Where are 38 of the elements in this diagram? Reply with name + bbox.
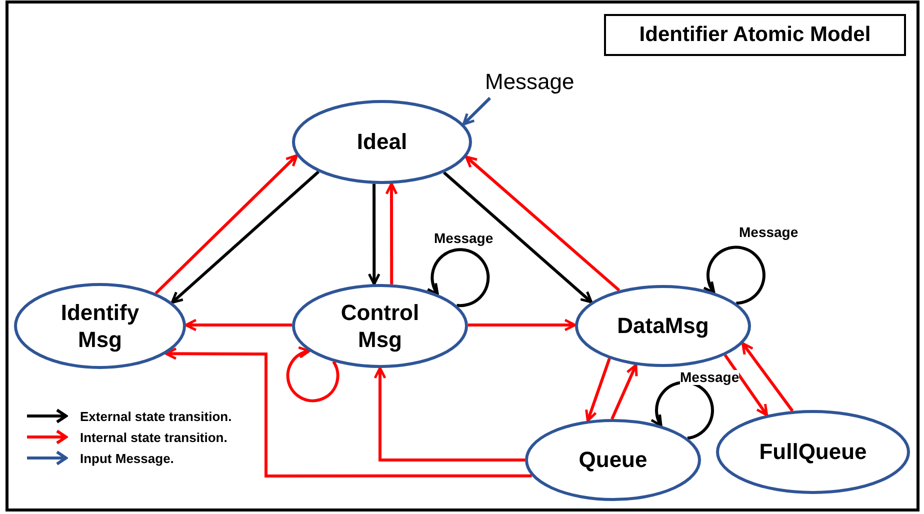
transition-arrow: [286, 346, 340, 402]
transition-arrow: [368, 184, 380, 286]
legend-text: External state transition.: [80, 408, 232, 424]
transition-arrow: [741, 342, 794, 412]
transition-arrow: [462, 96, 492, 126]
transition-arrow: [154, 154, 298, 294]
edge-label: Message: [434, 231, 494, 246]
state-name: Control Msg: [340, 298, 420, 354]
state-ellipse: [716, 410, 910, 494]
state-ellipse: [14, 283, 186, 369]
transition-arrow: [426, 248, 490, 308]
legend-text: Internal state transition.: [80, 430, 228, 444]
edge-label: Message: [739, 225, 798, 240]
transition-arrow: [464, 156, 620, 292]
state-ellipse: [575, 285, 751, 367]
state-name: DataMsg: [617, 312, 709, 340]
state-name: Identify Msg: [60, 298, 140, 354]
state-ellipse: [525, 419, 701, 501]
transition-arrow: [702, 246, 766, 305]
edge-label: Message: [680, 370, 740, 386]
transition-arrow: [724, 354, 768, 416]
state-name: Ideal: [356, 128, 408, 156]
transition-arrow: [468, 318, 576, 332]
transition-arrow: [442, 171, 593, 304]
transition-arrow: [164, 347, 532, 478]
state-ellipse: [292, 100, 472, 184]
legend-text: Input Message.: [80, 450, 174, 466]
title: Identifier Atomic Model: [604, 14, 906, 56]
transition-arrow: [374, 366, 525, 462]
transition-arrow: [610, 364, 638, 420]
transition-arrow: [650, 380, 714, 440]
state-name: FullQueue: [759, 438, 867, 466]
state-name: Queue: [578, 446, 648, 474]
transition-arrow: [170, 170, 320, 304]
state-ellipse: [292, 284, 468, 368]
transition-arrow: [385, 182, 398, 284]
transition-arrow: [585, 358, 611, 422]
transition-arrow: [184, 318, 292, 332]
